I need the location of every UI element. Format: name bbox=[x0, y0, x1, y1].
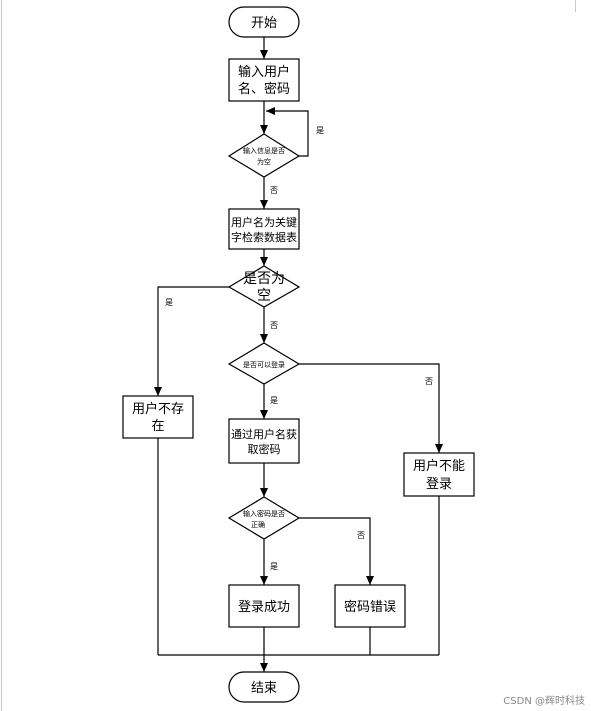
node-password-correct bbox=[227, 496, 301, 540]
edge-label-yes-2: 是 bbox=[165, 298, 173, 307]
label-user-not-exist-l1: 用户不存 bbox=[132, 401, 184, 417]
edge-label-yes-3: 是 bbox=[270, 396, 278, 405]
edge-check-yes-loop bbox=[266, 107, 309, 157]
edge-label-no-2: 否 bbox=[270, 321, 278, 330]
page-edge-right bbox=[575, 0, 576, 12]
node-input bbox=[228, 58, 300, 102]
node-password-error bbox=[334, 584, 406, 628]
watermark: CSDN @辉时科技 bbox=[503, 696, 585, 707]
label-is-empty-l1: 是否为 bbox=[243, 271, 285, 287]
label-get-password-l1: 通过用户名获 bbox=[231, 427, 297, 441]
edge-label-no-3: 否 bbox=[425, 377, 433, 386]
node-end bbox=[228, 671, 300, 703]
label-is-empty-l2: 空 bbox=[257, 288, 271, 304]
label-user-cannot-login-l2: 登录 bbox=[426, 477, 452, 492]
label-end: 结束 bbox=[251, 681, 277, 696]
label-password-correct-l1: 输入密码是否 bbox=[243, 509, 285, 518]
label-user-not-exist-l2: 在 bbox=[151, 419, 164, 434]
node-search bbox=[228, 208, 300, 250]
edge-label-no-1: 否 bbox=[270, 186, 278, 195]
label-get-password-l2: 取密码 bbox=[248, 442, 281, 456]
edge-label-yes-1: 是 bbox=[316, 126, 324, 135]
label-check-empty-l2: 为空 bbox=[257, 157, 271, 166]
label-login-success: 登录成功 bbox=[238, 600, 290, 615]
label-input-l1: 输入用户 bbox=[238, 64, 290, 80]
label-search-l2: 字检索数据表 bbox=[231, 230, 297, 244]
node-get-password bbox=[228, 418, 300, 464]
label-start: 开始 bbox=[251, 16, 277, 31]
connectors bbox=[154, 37, 443, 672]
label-input-l2: 名、密码 bbox=[238, 81, 290, 97]
edge-label-no-4: 否 bbox=[357, 531, 365, 540]
edge-isempty-yes bbox=[154, 286, 229, 396]
label-check-empty-l1: 输入信息是否 bbox=[243, 146, 285, 155]
node-user-cannot-login bbox=[403, 452, 475, 497]
node-start bbox=[228, 6, 300, 38]
edge-pwdcheck-no bbox=[299, 517, 374, 585]
node-is-empty bbox=[227, 265, 301, 308]
node-login-success bbox=[228, 584, 300, 628]
edge-canlogin-no bbox=[299, 363, 443, 453]
edge-label-yes-4: 是 bbox=[270, 562, 278, 571]
label-password-correct-l2: 正确 bbox=[251, 520, 265, 529]
node-user-not-exist bbox=[122, 395, 194, 439]
label-password-error: 密码错误 bbox=[344, 599, 396, 615]
node-check-empty bbox=[227, 133, 301, 178]
label-can-login: 是否可以登录 bbox=[243, 360, 285, 369]
label-search-l1: 用户名为关键 bbox=[231, 215, 297, 229]
node-can-login bbox=[227, 342, 301, 385]
page-edge-left bbox=[1, 0, 2, 711]
label-user-cannot-login-l1: 用户不能 bbox=[413, 458, 465, 474]
